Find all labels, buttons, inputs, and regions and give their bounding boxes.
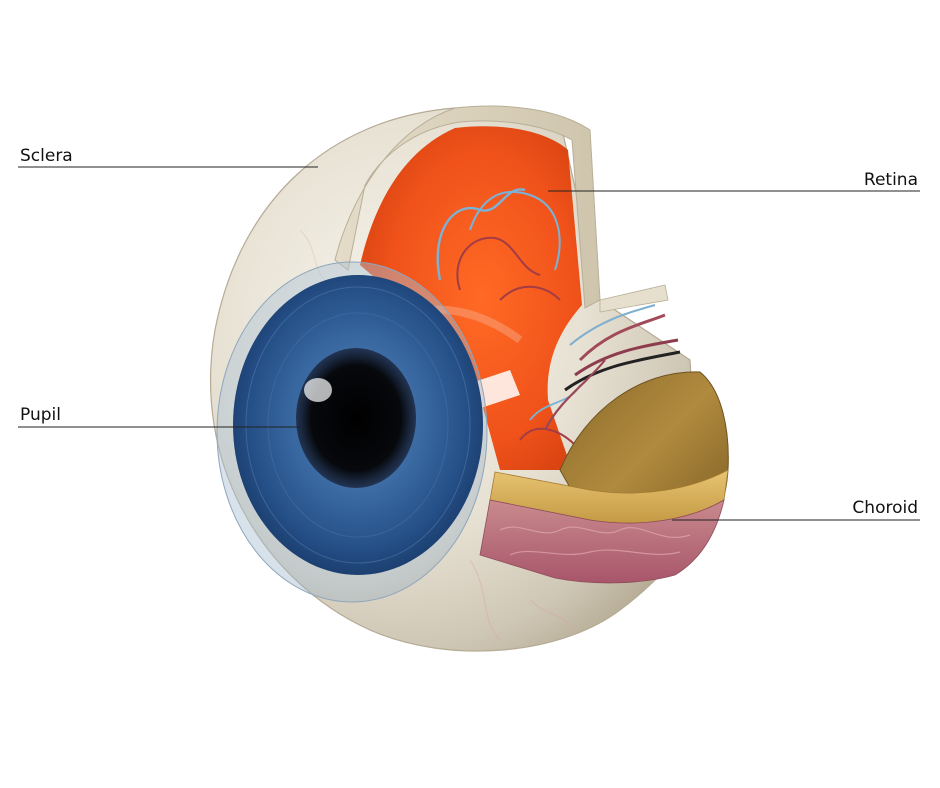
label-sclera: Sclera xyxy=(20,146,73,166)
label-choroid: Choroid xyxy=(852,498,918,518)
pupil xyxy=(296,348,416,488)
label-pupil: Pupil xyxy=(20,405,61,425)
label-retina: Retina xyxy=(864,170,918,190)
